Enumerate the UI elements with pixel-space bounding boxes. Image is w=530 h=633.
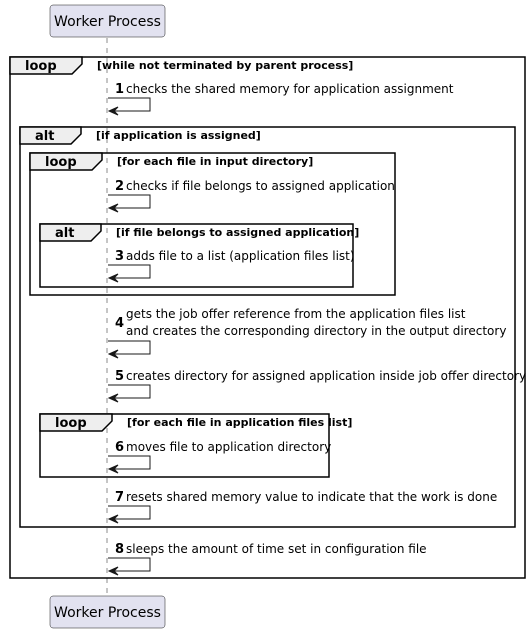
fragment-loop-outer-tab: [9, 56, 83, 75]
message-4-text-line-2: and creates the corresponding directory …: [126, 324, 506, 338]
fragment-loop-files: loop [for each file in application files…: [39, 413, 352, 478]
message-2-arrowhead: [107, 203, 119, 213]
message-1-text: checks the shared memory for application…: [126, 82, 454, 96]
fragment-loop-outer-frame: [9, 56, 526, 579]
message-6-arrowhead: [107, 464, 119, 474]
message-4-arrow: [108, 340, 151, 355]
message-3: 3 adds file to a list (application files…: [107, 249, 355, 283]
message-1: 1 checks the shared memory for applicati…: [107, 82, 454, 116]
fragment-alt-belongs-tab: [39, 223, 102, 242]
message-2-arrow: [108, 194, 151, 209]
message-3-arrowhead: [107, 273, 119, 283]
fragment-loop-outer-keyword: loop: [25, 59, 57, 74]
message-5-arrowhead: [107, 393, 119, 403]
message-2-text: checks if file belongs to assigned appli…: [126, 179, 395, 193]
fragment-loop-files-guard: [for each file in application files list…: [127, 416, 352, 429]
fragment-alt-assigned-guard: [if application is assigned]: [96, 129, 261, 142]
participant-top: Worker Process: [49, 4, 166, 38]
message-7: 7 resets shared memory value to indicate…: [107, 490, 497, 524]
fragment-loop-input-frame: [29, 152, 396, 296]
fragment-loop-files-frame: [39, 413, 330, 478]
message-5: 5 creates directory for assigned applica…: [107, 369, 526, 403]
message-8-number: 8: [115, 542, 124, 557]
fragment-alt-assigned-frame: [19, 126, 516, 528]
message-1-number: 1: [115, 82, 124, 97]
fragment-alt-assigned-keyword: alt: [35, 129, 54, 144]
message-2: 2 checks if file belongs to assigned app…: [107, 179, 395, 213]
message-7-arrow: [108, 505, 151, 520]
message-6-number: 6: [115, 440, 124, 455]
message-7-text: resets shared memory value to indicate t…: [126, 490, 497, 504]
participant-top-label: Worker Process: [54, 14, 161, 30]
message-4-number: 4: [115, 316, 124, 331]
fragment-loop-input-tab: [29, 152, 103, 171]
message-4-text-line-1: gets the job offer reference from the ap…: [126, 307, 466, 321]
fragment-loop-input: loop [for each file in input directory]: [29, 152, 396, 296]
message-5-arrow: [108, 384, 151, 399]
fragment-alt-belongs-keyword: alt: [55, 226, 74, 241]
message-8-arrow: [108, 557, 151, 572]
message-6: 6 moves file to application directory: [107, 440, 331, 474]
fragment-loop-outer-guard: [while not terminated by parent process]: [97, 59, 353, 72]
message-7-number: 7: [115, 490, 124, 505]
fragment-alt-belongs: alt [if file belongs to assigned applica…: [39, 223, 359, 288]
message-7-arrowhead: [107, 514, 119, 524]
fragment-loop-input-keyword: loop: [45, 155, 77, 170]
message-4-arrowhead: [107, 349, 119, 359]
fragment-loop-outer: loop [while not terminated by parent pro…: [9, 56, 526, 579]
message-6-text: moves file to application directory: [126, 440, 331, 454]
message-8-text: sleeps the amount of time set in configu…: [126, 542, 427, 556]
participant-bottom: Worker Process: [49, 595, 166, 629]
fragment-alt-assigned-tab: [19, 126, 82, 145]
fragment-alt-belongs-guard: [if file belongs to assigned application…: [116, 226, 359, 239]
fragment-loop-input-guard: [for each file in input directory]: [117, 155, 313, 168]
participant-top-box: [49, 4, 166, 38]
message-1-arrowhead: [107, 106, 119, 116]
message-3-number: 3: [115, 249, 124, 264]
message-8: 8 sleeps the amount of time set in confi…: [107, 542, 427, 576]
message-3-text: adds file to a list (application files l…: [126, 249, 355, 263]
fragment-alt-assigned: alt [if application is assigned]: [19, 126, 516, 528]
fragment-loop-files-keyword: loop: [55, 416, 87, 431]
participant-bottom-box: [49, 595, 166, 629]
message-4: 4 gets the job offer reference from the …: [107, 307, 506, 359]
fragment-loop-files-tab: [39, 413, 113, 432]
message-5-text: creates directory for assigned applicati…: [126, 369, 526, 383]
message-6-arrow: [108, 455, 151, 470]
message-3-arrow: [108, 264, 151, 279]
fragment-alt-belongs-frame: [39, 223, 354, 288]
message-2-number: 2: [115, 179, 124, 194]
participant-bottom-label: Worker Process: [54, 605, 161, 621]
message-5-number: 5: [115, 369, 124, 384]
message-1-arrow: [108, 97, 151, 112]
message-8-arrowhead: [107, 566, 119, 576]
